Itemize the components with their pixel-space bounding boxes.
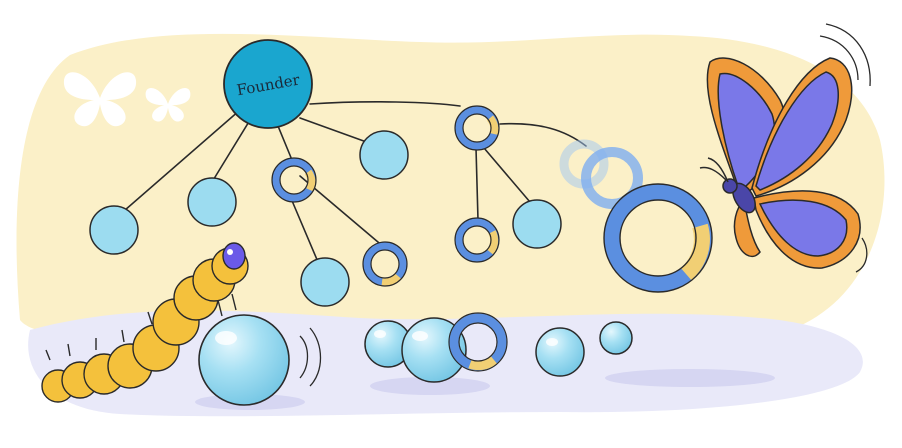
caterpillar-icon bbox=[41, 242, 249, 403]
bubble-icon bbox=[198, 314, 290, 406]
butterfly-icon bbox=[699, 57, 861, 269]
ring-icon bbox=[454, 105, 500, 151]
ring-icon bbox=[581, 147, 643, 209]
butterfly-silhouette-icon bbox=[145, 88, 191, 122]
bubble-icon bbox=[89, 205, 139, 255]
ring-icon bbox=[271, 157, 317, 203]
ring-icon bbox=[603, 183, 713, 293]
ring-icon bbox=[362, 241, 408, 287]
bubble-icon bbox=[364, 320, 412, 368]
ground-shadow bbox=[605, 369, 775, 387]
bubble-icon bbox=[599, 321, 633, 355]
bubble-icon bbox=[187, 177, 237, 227]
founder-node: Founder bbox=[223, 39, 313, 129]
bubble-icon bbox=[535, 327, 585, 377]
bubble-icon bbox=[300, 257, 350, 307]
network-connections bbox=[124, 101, 587, 263]
motion-lines bbox=[299, 23, 871, 387]
bubble-icon bbox=[359, 130, 409, 180]
ring-icon bbox=[448, 312, 508, 372]
ring-icon bbox=[454, 217, 500, 263]
butterfly-silhouette-icon bbox=[63, 72, 137, 127]
bubble-icon bbox=[512, 199, 562, 249]
ground-shadow bbox=[370, 377, 490, 395]
